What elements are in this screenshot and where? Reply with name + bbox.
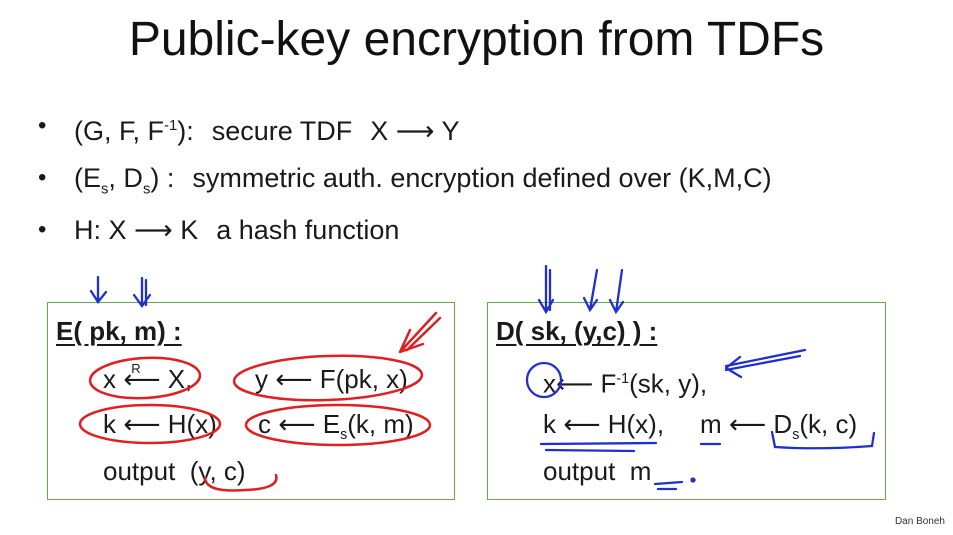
random-arrow: ⟵R [123, 361, 161, 395]
enc-output-label: output [103, 456, 176, 486]
decrypt-box: D( sk, (y,c) ) : x⟵ F-1(sk, y), k ⟵ H(x)… [487, 302, 886, 500]
bullet-hash-text: H: X ⟶ K a hash function [74, 210, 399, 250]
bullet-dot: • [38, 112, 47, 139]
tdf-tuple-start: (G, F, F [74, 116, 164, 146]
bullet-tdf-text: (G, F, F-1): secure TDF X ⟶ Y [74, 106, 460, 151]
tdf-map: X ⟶ Y [370, 116, 460, 146]
dec-inv-pre: ⟵ F [556, 368, 617, 399]
enc-c-post: (k, m) [347, 409, 414, 439]
tdf-tuple-sup: -1 [164, 118, 178, 134]
sym-close: ) : [150, 163, 175, 193]
encrypt-sample-x: x ⟵R X, [103, 361, 193, 395]
dec-m-post: (k, c) [799, 409, 858, 439]
dec-m: m [700, 409, 722, 439]
dec-inv-sup: -1 [616, 371, 630, 387]
decrypt-header: D( sk, (y,c) ) : [496, 316, 658, 346]
hash-map: H: X ⟶ K [74, 215, 199, 245]
enc-arrow: ⟵ [123, 364, 161, 394]
slide-title: Public-key encryption from TDFs [128, 13, 825, 66]
sym-open: (E [74, 163, 101, 193]
bullet-symmetric-text: (Es, Ds) :symmetric auth. encryption def… [74, 158, 772, 209]
decrypt-output: output m [543, 455, 651, 487]
random-r: R [131, 361, 141, 376]
bullet-dot: • [38, 164, 47, 191]
tdf-desc: secure TDF [211, 116, 353, 146]
hash-desc: a hash function [216, 215, 400, 245]
dec-output-label: output [543, 456, 616, 486]
blue-arrow-pk [89, 275, 108, 304]
decrypt-invert: x⟵ F-1(sk, y), [543, 363, 707, 400]
encrypt-header: E( pk, m) : [56, 316, 182, 346]
dec-x: x [543, 368, 556, 399]
dec-m-pre: ⟵ D [728, 409, 793, 439]
sym-sub-2: s [142, 181, 151, 198]
enc-X: X, [167, 364, 193, 394]
dec-output-value: m [629, 456, 652, 486]
enc-c-pre: c ⟵ E [258, 409, 341, 439]
bullet-dot: • [38, 216, 47, 243]
dec-inv-post: (sk, y), [629, 368, 708, 399]
sym-desc: symmetric auth. encryption defined over … [192, 163, 772, 193]
decrypt-compute-k: k ⟵ H(x), [543, 409, 665, 439]
tdf-tuple-end: ): [177, 116, 194, 146]
encrypt-output: output (y, c) [103, 455, 246, 487]
encrypt-compute-y: y ⟵ F(pk, x) [255, 364, 408, 394]
sym-mid: , D [108, 163, 143, 193]
slide-footer-author: Dan Boneh [894, 516, 945, 527]
enc-x: x [103, 364, 116, 394]
encrypt-compute-k: k ⟵ H(x) [103, 409, 217, 439]
sym-sub-1: s [101, 181, 109, 198]
encrypt-box: E( pk, m) : x ⟵R X, y ⟵ F(pk, x) k ⟵ H(x… [47, 302, 455, 500]
enc-output-value: (y, c) [189, 456, 246, 486]
encrypt-compute-c: c ⟵ Es(k, m) [258, 408, 414, 451]
decrypt-compute-m: m ⟵ Ds(k, c) [700, 408, 857, 451]
